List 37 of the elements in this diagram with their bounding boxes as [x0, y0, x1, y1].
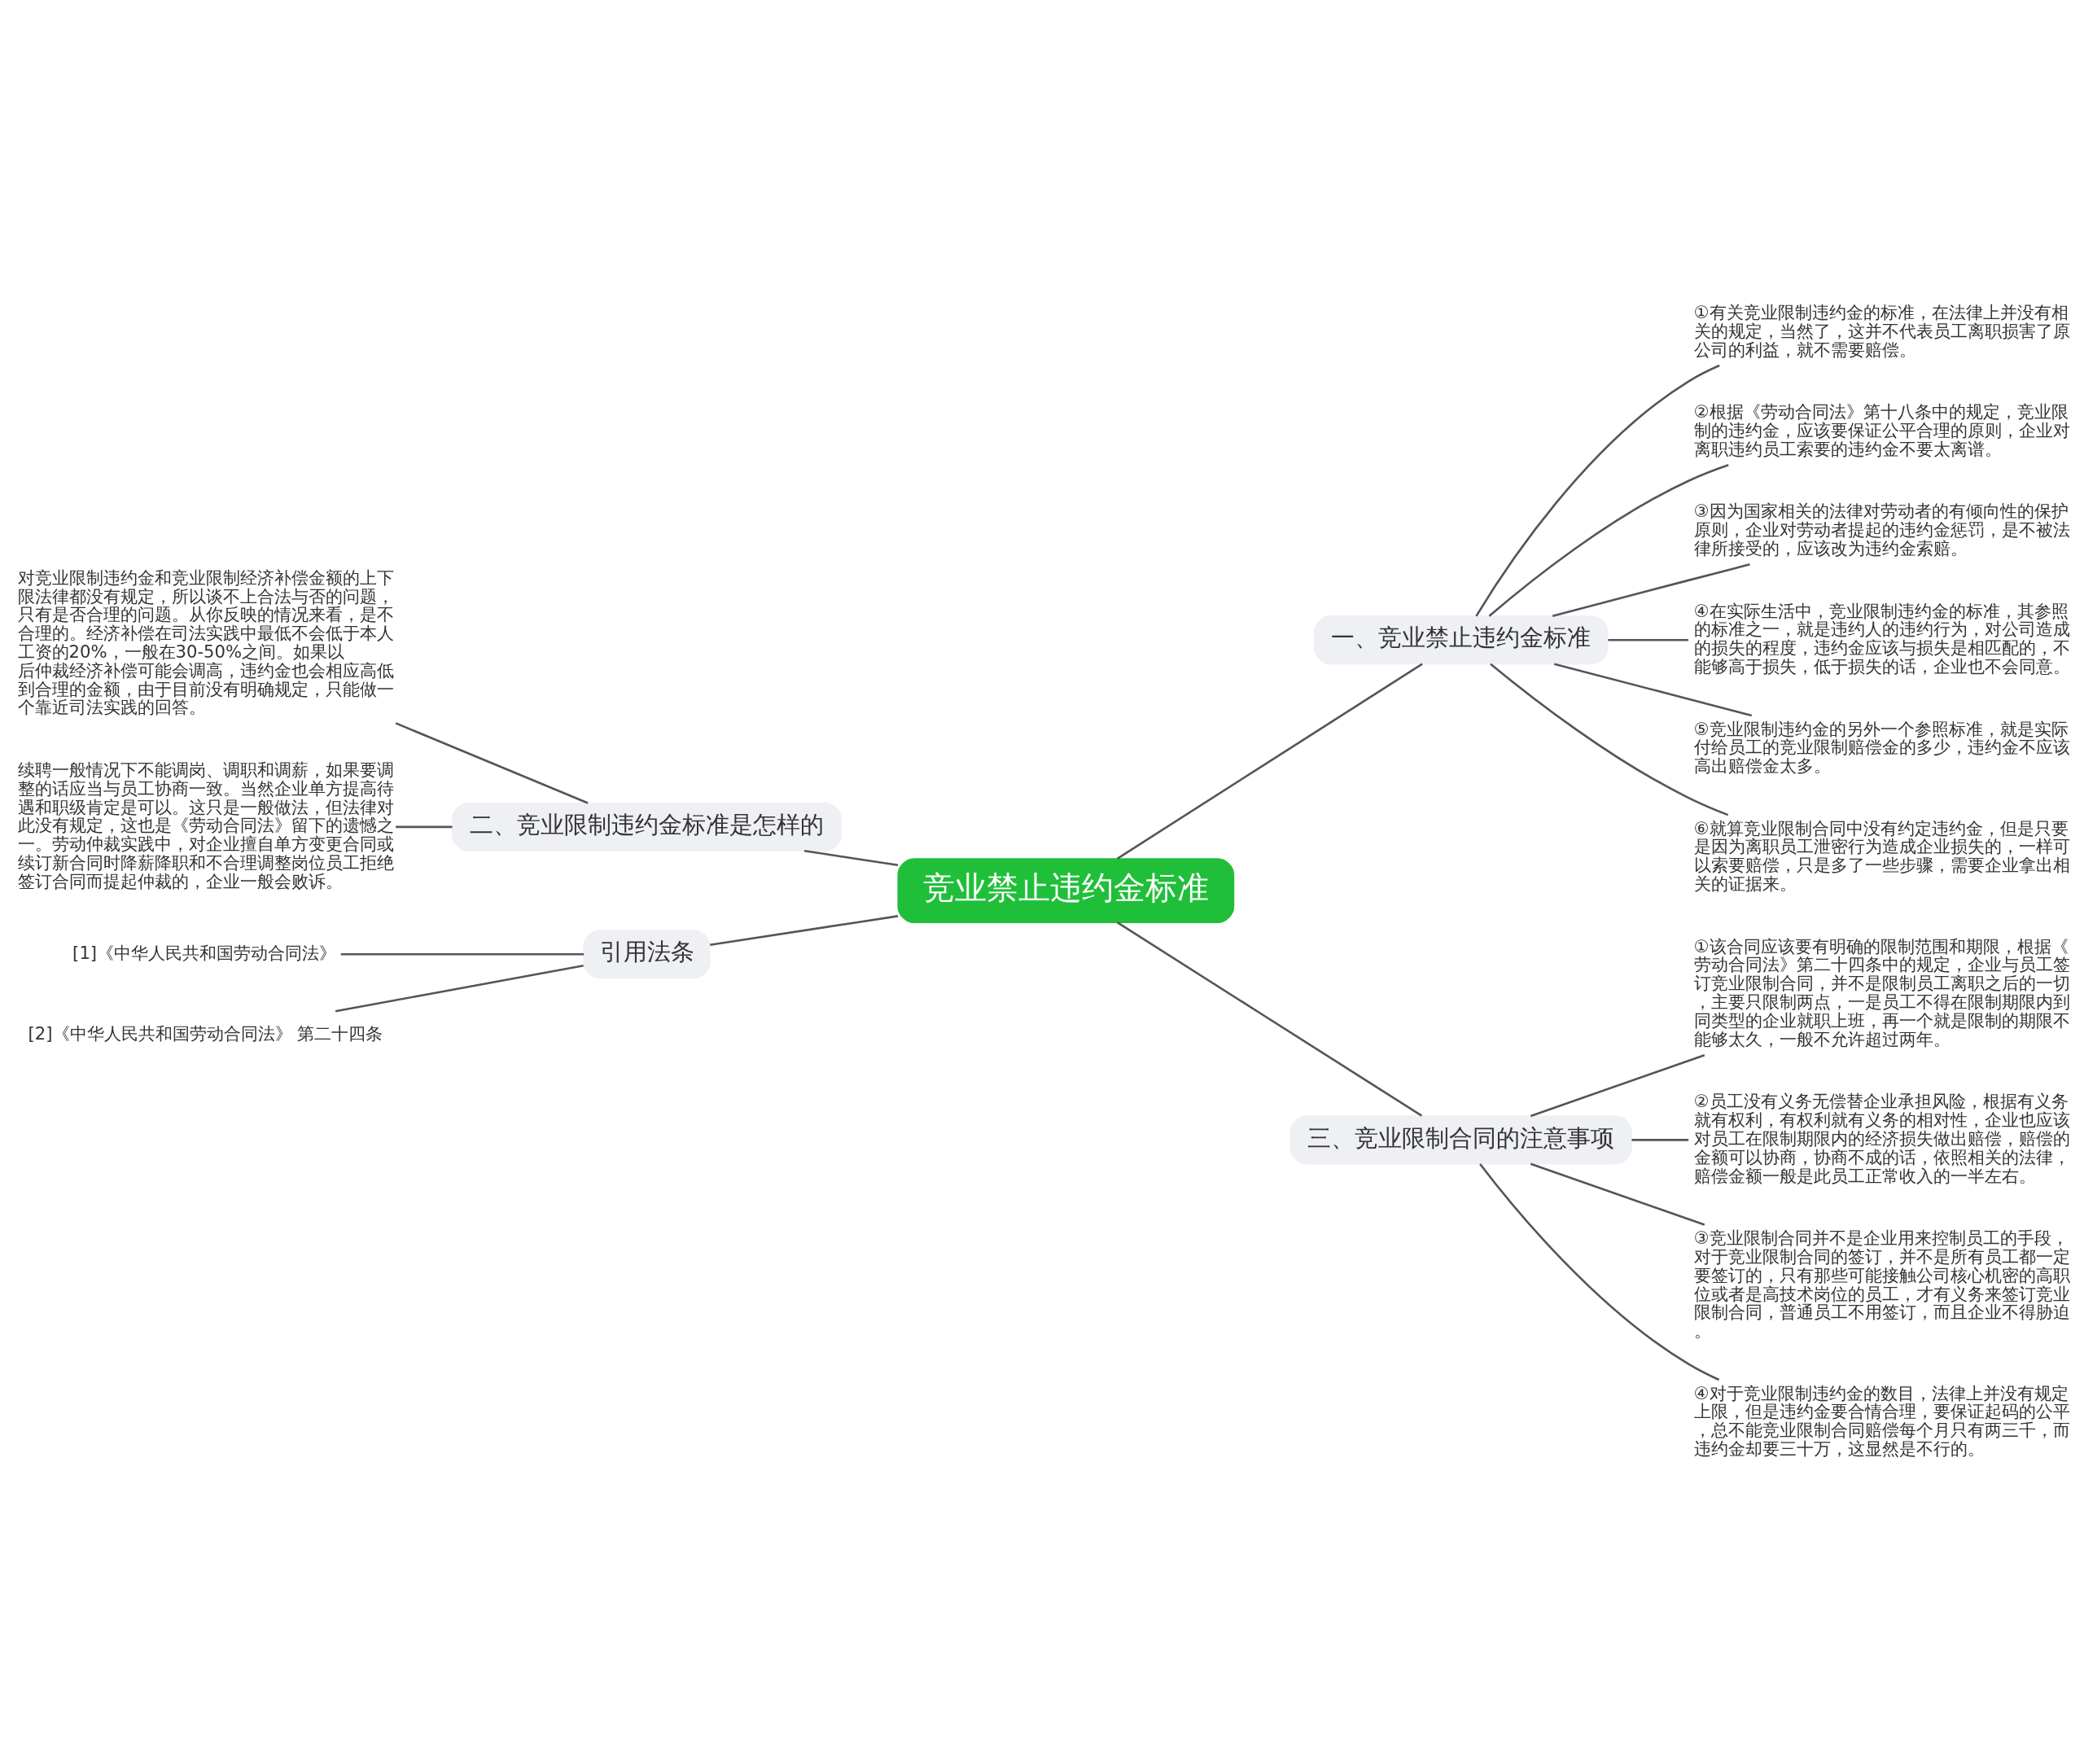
node-box: 二、竞业限制违约金标准是怎样的 [452, 802, 842, 852]
connector [1116, 921, 1423, 1117]
connector [1608, 638, 1688, 641]
node-text: ③因为国家相关的法律对劳动者的有倾向性的保护原则，企业对劳动者提起的违约金惩罚，是不被法律所接受的，应该改为违约金索赔。 [1693, 501, 2070, 558]
node-text: ①该合同应该要有明确的限制范围和期限，根据《劳动合同法》第二十四条中的规定，企业与员工签订竞业限制合同，并不是限制员工离职之后的一切，主要只限制两点，一是员工不得在限制期限内到同类型的企业就职上班，再一个就是限制的期限不能够太久，一般不允许超过两年。 [1693, 935, 2070, 1049]
connector [396, 825, 453, 829]
node-text: 续聘一般情况下不能调岗、调职和调薪，如果要调整的话应当与员工协商一致。当然企业单方提高待遇和职级肯定是可以。这只是一般做法，但法律对此没有规定，这也是《劳动合同法》留下的遗憾之一。劳动仲裁实践中，对企业擅自单方变更合同或续订新合同时降薪降职和不合理调整岗位员工拒绝签订合同而提起仲裁的，企业一般会败诉。 [17, 759, 394, 891]
connector [335, 965, 584, 1013]
node-box: 竞业禁止违约金标准 [897, 858, 1235, 923]
node-text: ④在实际生活中，竞业限制违约金的标准，其参照的标准之一，就是违约人的违约行为，对公司造成的损失的程度，违约金应该与损失是相匹配的，不能够高于损失，低于损失的话，企业也不会同意。 [1693, 600, 2070, 676]
connector [340, 953, 584, 956]
node-text: ③竞业限制合同并不是企业用来控制员工的手段，对于竞业限制合同的签订，并不是所有员工都一定要签订的，只有那些可能接触公司核心机密的高职位或者是高技术岗位的员工，才有义务来签订竞业限制合同，普通员工不用签订，而且企业不得胁迫。 [1693, 1228, 2070, 1342]
node-text: ①有关竞业限制违约金的标准，在法律上并没有相关的规定，当然了，这并不代表员工离职损害了原公司的利益，就不需要赔偿。 [1693, 301, 2070, 360]
node-text: [2]《中华人民共和国劳动合同法》 第二十四条 [28, 1023, 383, 1044]
node-text: [1]《中华人民共和国劳动合同法》 [72, 942, 337, 963]
connector [395, 722, 589, 804]
connector [1488, 464, 1729, 617]
connector [1552, 563, 1750, 618]
node-text: ⑤竞业限制违约金的另外一个参照标准，就是实际付给员工的竞业限制赔偿金的多少，违约金不应该高出赔偿金太多。 [1693, 718, 2070, 777]
connector [1116, 663, 1423, 860]
connector [1490, 663, 1729, 816]
node-text: ②根据《劳动合同法》第十八条中的规定，竞业限制的违约金，应该要保证公平合理的原则，企业对离职违约员工索要的违约金不要太离谱。 [1693, 401, 2070, 459]
connector [1530, 1053, 1705, 1118]
node-text: 对竞业限制违约金和竞业限制经济补偿金额的上下限法律都没有规定，所以谈不上合法与否的问题，只有是否合理的问题。从你反映的情况来看，是不合理的。经济补偿在司法实践中最低不会低于本人工资的20%，一般在30-50%之间。如果以后仲裁经济补偿可能会调高，违约金也会相应高低到合理的金额，由于目前没有明确规定，只能做一个靠近司法实践的回答。 [17, 567, 394, 718]
node-box: 引用法条 [583, 930, 711, 979]
connector [1631, 1139, 1689, 1141]
node-text: ②员工没有义务无偿替企业承担风险，根据有义务就有权利，有权利就有义务的相对性，企业也应该对员工在限制期限内的经济损失做出赔偿，赔偿的金额可以协商，协商不成的话，依照相关的法律，赔偿金额一般是此员工正常收入的一半左右。 [1693, 1091, 2070, 1186]
node-text: ④对于竞业限制违约金的数目，法律上并没有规定上限，但是违约金要合情合理，要保证起码的公平，总不能竞业限制合同赔偿每个月只有两三千，而违约金却要三十万，这显然是不行的。 [1693, 1382, 2070, 1460]
node-box: 三、竞业限制合同的注意事项 [1289, 1115, 1632, 1165]
connector [1475, 364, 1720, 617]
connector [1479, 1163, 1720, 1381]
connector [710, 915, 899, 946]
node-text: ⑥就算竞业限制合同中没有约定违约金，但是只要是因为离职员工泄密行为造成企业损失的，一样可以索要赔偿，只是多了一些步骤，需要企业拿出相关的证据来。 [1693, 817, 2070, 895]
connector [1554, 663, 1753, 717]
node-box: 一、竞业禁止违约金标准 [1313, 615, 1609, 665]
connector [1530, 1162, 1705, 1226]
connector [803, 849, 899, 867]
